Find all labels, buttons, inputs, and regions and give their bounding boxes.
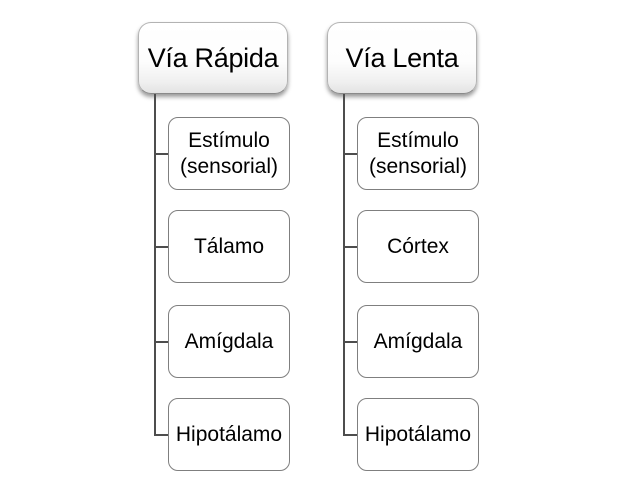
node-cortex: Córtex	[357, 210, 479, 283]
node-label: Tálamo	[193, 234, 265, 258]
header-label: Vía Rápida	[147, 42, 279, 73]
node-label: Amígdala	[184, 329, 274, 353]
column-via-rapida: Vía Rápida Estímulo (sensorial) Tálamo A…	[138, 0, 433, 495]
connector-vertical-line	[154, 94, 156, 435]
node-estimulo-sensorial: Estímulo (sensorial)	[357, 117, 479, 190]
header-box-via-rapida: Vía Rápida	[138, 22, 288, 94]
connector-vertical-line	[343, 94, 345, 435]
connector-stub	[343, 153, 358, 155]
node-hipotalamo: Hipotálamo	[168, 398, 290, 471]
connector-stub	[154, 153, 169, 155]
node-hipotalamo: Hipotálamo	[357, 398, 479, 471]
node-label: Amígdala	[373, 329, 463, 353]
node-amigdala: Amígdala	[168, 305, 290, 378]
column-via-lenta: Vía Lenta Estímulo (sensorial) Córtex Am…	[327, 0, 617, 495]
node-estimulo-sensorial: Estímulo (sensorial)	[168, 117, 290, 190]
node-label: Hipotálamo	[175, 422, 283, 446]
node-amigdala: Amígdala	[357, 305, 479, 378]
node-label: Estímulo (sensorial)	[179, 128, 279, 178]
header-label: Vía Lenta	[345, 42, 459, 73]
connector-stub	[343, 246, 358, 248]
connector-stub	[343, 341, 358, 343]
connector-stub	[343, 434, 358, 436]
node-talamo: Tálamo	[168, 210, 290, 283]
connector-stub	[154, 434, 169, 436]
connector-stub	[154, 246, 169, 248]
node-label: Córtex	[387, 234, 449, 258]
connector-stub	[154, 341, 169, 343]
node-label: Estímulo (sensorial)	[368, 128, 468, 178]
node-label: Hipotálamo	[364, 422, 472, 446]
header-box-via-lenta: Vía Lenta	[327, 22, 477, 94]
